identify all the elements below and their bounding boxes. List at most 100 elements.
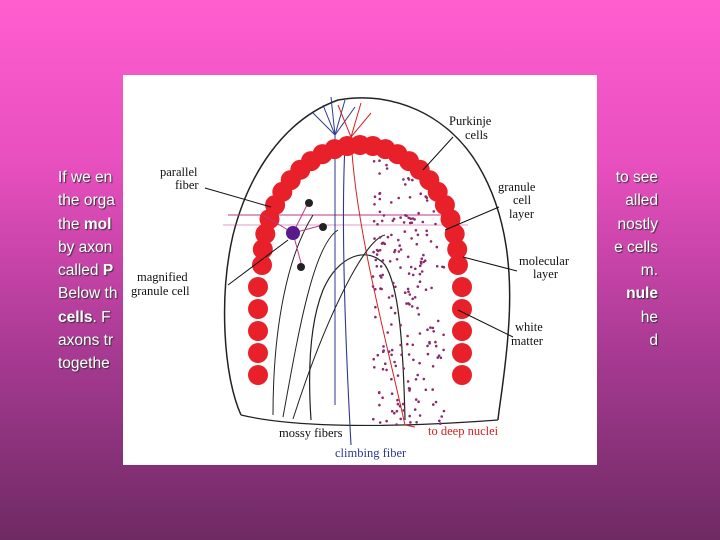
granule-dot [389,306,393,309]
granule-dot [410,305,414,308]
text-row-left: togethe [58,352,110,375]
granule-dot [437,354,441,358]
granule-dot [439,422,442,425]
granule-dot [429,326,432,329]
climbing-fiber [342,144,352,446]
bold-term: mol [83,215,112,233]
granule-dot [431,388,435,391]
granule-dot [379,287,382,290]
granule-dot [371,285,375,288]
granule-dot [425,233,429,237]
granule-dot [432,210,436,213]
granule-dot [413,408,417,411]
granule-dot [395,423,398,426]
granule-dot [406,255,410,259]
granule-dot [413,296,417,299]
granule-dot [431,365,435,368]
label-molecular-1: molecular [519,254,570,268]
granule-dot [401,402,405,406]
granule-dot [435,245,439,249]
granule-dot [414,229,418,232]
granule-dot [398,244,402,247]
granule-dot [434,340,437,344]
granule-dot [390,377,393,381]
granule-dot [399,417,403,421]
granule-dot [391,219,395,223]
granule-dot [424,288,428,291]
purkinje-cell-bodies [248,135,472,385]
granule-dot [390,323,393,326]
purkinje-dendrites [312,96,356,405]
granule-dot [406,380,410,383]
granule-dot [416,373,420,377]
purkinje-cell [452,299,472,319]
label-parallel-2: fiber [175,178,199,192]
granule-dot [378,192,381,196]
granule-dot [416,285,420,288]
granule-dot [372,417,375,421]
granule-dot [421,220,425,224]
label-granule-3: layer [509,207,535,221]
granule-dot [388,260,392,263]
granule-dot [441,265,444,269]
granule-dot [408,293,412,296]
text-row-left: cells. F [58,306,111,329]
granule-dot [399,343,402,347]
granule-dot [417,400,420,404]
granule-dot [414,267,417,271]
granule-dot [431,326,435,330]
granule-dot [393,311,397,315]
text-row-right: e cells [614,238,658,256]
granule-dot [434,222,437,226]
granule-dot [374,287,377,291]
granule-dot [382,345,385,348]
granule-dot [375,265,379,268]
purkinje-cell [252,255,272,275]
granule-dot [430,286,433,290]
purkinje-cell [452,321,472,341]
label-deep-nuclei: to deep nuclei [428,424,499,438]
granule-dot [390,348,394,352]
label-white-2: matter [511,334,544,348]
granule-dot [425,199,429,202]
cerebellum-figure: Purkinje cells parallel fiber granule ce… [123,75,597,465]
granule-dot [415,421,418,424]
granule-dot [375,248,379,252]
purkinje-cell [447,239,468,260]
granule-dot [406,334,409,338]
granule-dot [411,178,414,182]
granule-dot [376,223,379,226]
granule-dot [410,237,413,240]
granule-dot [381,367,385,371]
bottom-border [240,414,499,427]
granule-dot [385,167,389,170]
text-row-right: nostly [617,215,659,233]
granule-dot [378,159,381,162]
granule-cell-dots [371,159,446,426]
granule-dot [416,306,419,310]
granule-dot [408,414,412,418]
granule-dot [418,264,422,268]
granule-dot [378,172,381,175]
granule-dot [414,398,418,401]
granule-dot [434,344,438,348]
granule-dot [426,328,429,331]
granule-dot [405,214,408,217]
granule-dot [412,358,415,362]
granule-dot [403,230,407,233]
granule-dot [402,221,406,224]
granule-dot [399,216,402,219]
granule-dot [418,280,422,283]
granule-dot [372,219,376,223]
granule-dot [379,265,383,268]
granule-dot [422,260,426,264]
granule-dot [424,388,428,392]
granule-dot [372,160,376,163]
purkinje-cell [452,277,472,297]
mossy-fibers [272,214,386,420]
bold-term: cells [58,308,93,326]
